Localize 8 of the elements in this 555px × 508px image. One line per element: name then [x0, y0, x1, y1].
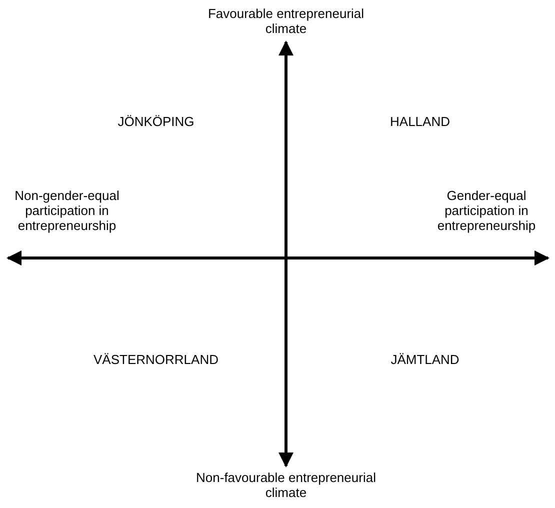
- axis-label: Favourable entrepreneurial climate: [208, 6, 364, 36]
- quadrant-label: JÄMTLAND: [390, 352, 460, 367]
- axis-label: Gender-equal participation in entrepreneurship: [437, 188, 536, 233]
- axis-label: Non-favourable entrepreneurial climate: [196, 470, 376, 500]
- axis-label: Non-gender-equal participation in entrepreneurship: [14, 188, 120, 233]
- quadrant-label: HALLAND: [390, 114, 450, 129]
- quadrant-label: JÖNKÖPING: [118, 114, 194, 129]
- quadrant-label: VÄSTERNORRLAND: [94, 352, 218, 367]
